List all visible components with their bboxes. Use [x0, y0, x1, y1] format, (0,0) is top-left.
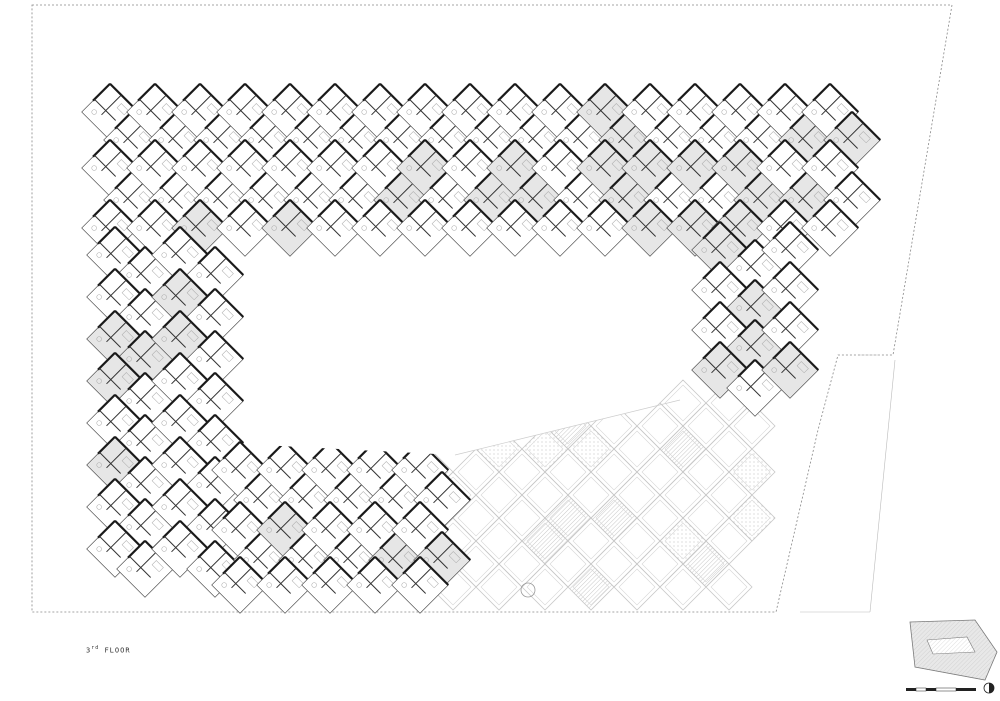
apartment-unit — [441, 198, 500, 257]
lattice-cell-inner — [503, 545, 541, 583]
apartment-unit — [486, 198, 545, 257]
floor-number: 3 — [86, 646, 92, 655]
lattice-cell — [728, 494, 776, 542]
lattice-cell-inner — [687, 545, 725, 583]
lattice-cell — [705, 563, 753, 611]
lattice-cell-inner — [526, 522, 564, 560]
lattice-cell-inner — [595, 499, 633, 537]
lattice-cell-inner — [664, 522, 702, 560]
lattice-cell-inner — [618, 522, 656, 560]
inner-courtyard — [262, 258, 690, 455]
key-plan-icon — [909, 619, 998, 681]
lattice-cell-inner — [664, 384, 702, 422]
courtyard-icon — [406, 379, 776, 611]
lattice-cell-inner — [480, 568, 518, 606]
lattice-cell-inner — [710, 476, 748, 514]
lattice-cell-inner — [480, 522, 518, 560]
scale-bar-icon — [906, 687, 976, 692]
lattice-cell-inner — [641, 407, 679, 445]
lattice-cell-inner — [457, 499, 495, 537]
lattice-cell — [521, 563, 569, 611]
site-boundary-icon — [31, 4, 953, 613]
lattice-cell-inner — [572, 430, 610, 468]
apartment-unit — [261, 198, 320, 257]
lattice-cell-inner — [687, 499, 725, 537]
lattice-cell-inner — [687, 407, 725, 445]
apartment-unit — [391, 555, 450, 614]
north-arrow-icon — [983, 682, 995, 694]
lattice-cell-inner — [733, 453, 771, 491]
floor-label: 3rd FLOOR — [86, 645, 131, 654]
apartment-unit — [761, 260, 820, 319]
lattice-cell-inner — [526, 430, 564, 468]
apartment-unit — [211, 555, 270, 614]
lattice-cell-inner — [733, 499, 771, 537]
courtyard-circle — [520, 582, 536, 598]
lattice-cell-inner — [641, 453, 679, 491]
lattice-cell-inner — [664, 568, 702, 606]
lattice-cell — [613, 425, 661, 473]
lattice-cell-inner — [549, 545, 587, 583]
lattice-cell-inner — [549, 499, 587, 537]
lattice-cell — [475, 517, 523, 565]
apartment-unit — [351, 198, 410, 257]
lattice-cell-inner — [595, 453, 633, 491]
building-ring — [81, 82, 882, 614]
apartment-unit — [761, 300, 820, 359]
lattice-cell-inner — [618, 568, 656, 606]
lattice-cell — [728, 448, 776, 496]
lattice-cell-inner — [549, 453, 587, 491]
lattice-cell-inner — [572, 568, 610, 606]
lattice-cell-inner — [733, 407, 771, 445]
lattice-cell — [475, 471, 523, 519]
lattice-cell-inner — [503, 499, 541, 537]
lattice-cell-inner — [503, 453, 541, 491]
lattice-cell-inner — [641, 499, 679, 537]
lattice-cell — [659, 471, 707, 519]
lattice-cell — [567, 563, 615, 611]
lattice-cell-inner — [572, 476, 610, 514]
lattice-cell-inner — [710, 522, 748, 560]
lattice-cell-inner — [526, 476, 564, 514]
floor-ordinal: rd — [91, 645, 100, 651]
apartment-unit — [621, 198, 680, 257]
floor-label-text: FLOOR — [99, 646, 131, 655]
apartment-unit — [761, 340, 820, 399]
site-lines — [800, 354, 896, 613]
lattice-cell-inner — [457, 453, 495, 491]
lattice-cell-inner — [480, 476, 518, 514]
apartment-unit — [801, 198, 860, 257]
lattice-cell-inner — [664, 476, 702, 514]
lattice-cell-inner — [595, 545, 633, 583]
apartment-unit — [761, 220, 820, 279]
lattice-cell — [613, 563, 661, 611]
lattice-cell-inner — [641, 545, 679, 583]
lattice-cell — [659, 425, 707, 473]
lattice-cell-inner — [595, 407, 633, 445]
courtyard-edge-line — [454, 399, 681, 456]
lattice-cell-inner — [664, 430, 702, 468]
lattice-cell-inner — [618, 430, 656, 468]
lattice-cell-inner — [572, 522, 610, 560]
lattice-cell-inner — [526, 568, 564, 606]
lattice-cell — [475, 563, 523, 611]
lattice-cell-inner — [618, 476, 656, 514]
lattice-cell-inner — [687, 453, 725, 491]
lattice-cell-inner — [710, 430, 748, 468]
lattice-cell-inner — [710, 568, 748, 606]
lattice-cell — [590, 494, 638, 542]
